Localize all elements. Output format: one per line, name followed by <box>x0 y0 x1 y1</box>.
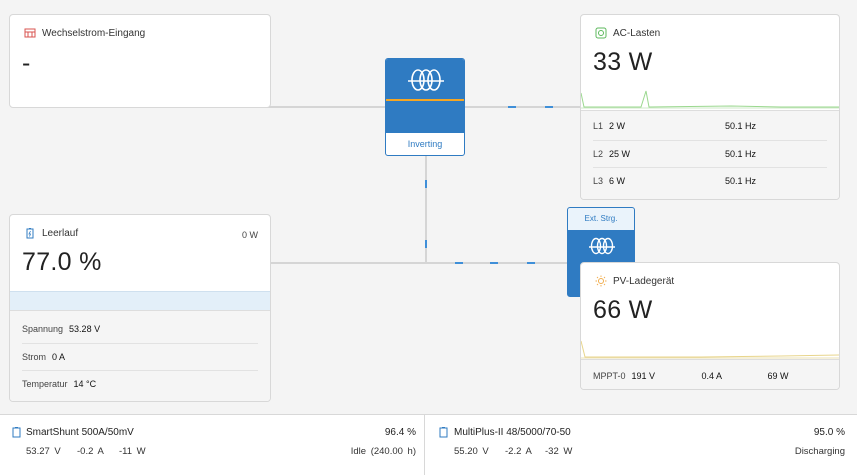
connector-inverter-battery <box>425 156 427 264</box>
flow-dot <box>490 262 498 264</box>
battery-icon <box>439 425 448 443</box>
flow-dot <box>545 106 553 108</box>
battery-details: Spannung 53.28 V Strom 0 A Temperatur 14… <box>10 310 270 401</box>
flow-dot <box>425 240 427 248</box>
connector-input-inverter <box>140 106 580 108</box>
battery-row-key: Temperatur <box>22 379 68 389</box>
device-percent: 95.0 % <box>813 427 845 438</box>
phase-power: 25 W <box>609 149 631 159</box>
battery-row-val: 0 A <box>52 352 66 362</box>
pv-charger-details: MPPT-0 191 V 0.4 A 69 W <box>581 359 839 389</box>
ac-input-title: Wechselstrom-Eingang <box>24 27 145 39</box>
inverter-logo-area <box>386 59 464 133</box>
device-name: SmartShunt 500A/50mV <box>26 427 134 438</box>
mppt-voltage: 191 V <box>631 371 656 381</box>
flow-dot <box>425 180 427 188</box>
ac-loads-graph <box>581 90 839 109</box>
inverter-state: Inverting <box>407 139 443 149</box>
flow-dot <box>527 262 535 264</box>
connector-battery-bus <box>270 262 580 264</box>
pv-charger-value: 66 W <box>593 296 653 324</box>
phase-freq: 50.1 Hz <box>725 121 757 131</box>
ac-loads-title: AC-Lasten <box>595 27 660 39</box>
battery-row-voltage: Spannung 53.28 V <box>22 316 258 342</box>
device-power: -11 W <box>119 446 146 457</box>
battery-card[interactable]: Leerlauf 0 W 77.0 % Spannung 53.28 V Str… <box>9 214 271 402</box>
phase-row-l1: L1 2 W 50.1 Hz <box>593 113 827 139</box>
ac-loads-card[interactable]: AC-Lasten 33 W L1 2 W 50.1 Hz L2 25 W 50… <box>580 14 840 200</box>
grid-icon <box>24 27 36 39</box>
battery-soc-bar <box>10 291 270 310</box>
ac-input-value: - <box>22 49 31 77</box>
pv-charger-card[interactable]: PV-Ladegerät 66 W MPPT-0 191 V 0.4 A 69 … <box>580 262 840 390</box>
phase-label: L2 <box>593 149 604 159</box>
battery-icon <box>12 425 21 443</box>
victron-logo-icon <box>586 236 618 261</box>
phase-power: 2 W <box>609 121 626 131</box>
battery-row-val: 53.28 V <box>69 324 101 334</box>
device-status: Idle (240.00 h) <box>350 446 416 457</box>
phase-label: L3 <box>593 176 604 186</box>
battery-soc: 77.0 % <box>22 248 102 276</box>
mppt-name: MPPT-0 <box>593 371 626 381</box>
device-bar: SmartShunt 500A/50mV 96.4 % 53.27 V -0.2… <box>0 414 857 475</box>
phase-freq: 50.1 Hz <box>725 149 757 159</box>
device-power: -32 W <box>545 446 573 457</box>
ac-input-card[interactable]: Wechselstrom-Eingang - <box>9 14 271 108</box>
battery-row-val: 14 °C <box>73 379 97 389</box>
battery-row-temp: Temperatur 14 °C <box>22 370 258 397</box>
phase-power: 6 W <box>609 176 626 186</box>
phase-row-l2: L2 25 W 50.1 Hz <box>593 140 827 167</box>
battery-title: Leerlauf <box>24 227 78 239</box>
device-name: MultiPlus-II 48/5000/70-50 <box>454 427 571 438</box>
ac-input-title-text: Wechselstrom-Eingang <box>42 27 146 39</box>
pv-charger-graph <box>581 340 839 359</box>
battery-icon <box>24 227 36 239</box>
mppt-power: 69 W <box>767 371 789 381</box>
device-percent: 96.4 % <box>384 427 416 438</box>
plug-icon <box>595 27 607 39</box>
battery-row-key: Strom <box>22 352 47 362</box>
flow-dot <box>508 106 516 108</box>
device-smartshunt[interactable]: SmartShunt 500A/50mV 96.4 % 53.27 V -0.2… <box>0 415 425 475</box>
device-voltage: 55.20 V <box>454 446 489 457</box>
battery-title-text: Leerlauf <box>42 227 79 239</box>
device-current: -2.2 A <box>505 446 532 457</box>
device-status: Discharging <box>794 446 845 457</box>
pv-charger-title: PV-Ladegerät <box>595 275 674 287</box>
phase-row-l3: L3 6 W 50.1 Hz <box>593 167 827 194</box>
device-multiplus[interactable]: MultiPlus-II 48/5000/70-50 95.0 % 55.20 … <box>425 415 857 475</box>
flow-dot <box>455 262 463 264</box>
inverter-block[interactable]: Inverting <box>385 58 465 156</box>
phase-label: L1 <box>593 121 604 131</box>
battery-row-key: Spannung <box>22 324 64 334</box>
mppt-row: MPPT-0 191 V 0.4 A 69 W <box>593 363 827 389</box>
inverter-orange-bar <box>386 99 464 101</box>
mppt-current: 0.4 A <box>701 371 723 381</box>
ac-loads-value: 33 W <box>593 48 653 76</box>
pv-charger-title-text: PV-Ladegerät <box>613 275 675 287</box>
victron-logo-icon <box>404 67 448 98</box>
device-voltage: 53.27 V <box>26 446 61 457</box>
device-current: -0.2 A <box>77 446 104 457</box>
battery-row-current: Strom 0 A <box>22 343 258 370</box>
phase-freq: 50.1 Hz <box>725 176 757 186</box>
ac-loads-title-text: AC-Lasten <box>613 27 661 39</box>
battery-power: 0 W <box>241 230 258 240</box>
ext-control-label: Ext. Strg. <box>568 208 634 230</box>
sun-icon <box>595 275 607 287</box>
ac-loads-phases: L1 2 W 50.1 Hz L2 25 W 50.1 Hz L3 6 W 50… <box>581 110 839 199</box>
